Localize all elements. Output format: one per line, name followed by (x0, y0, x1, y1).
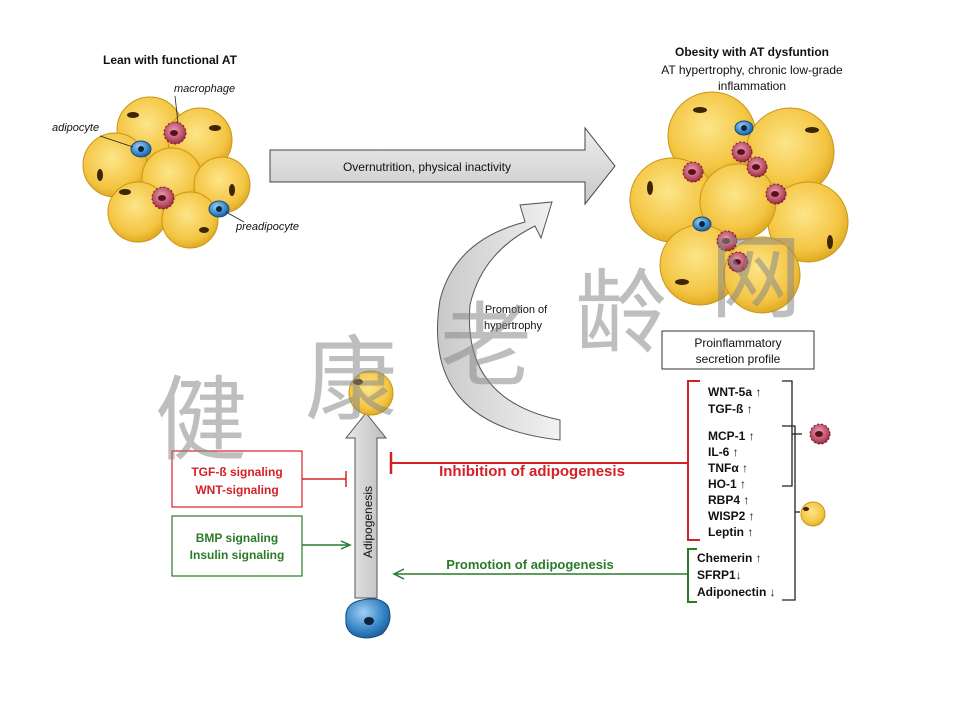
inhibitory-factors-bracket (687, 380, 700, 541)
macrophage-cell (151, 186, 175, 210)
nucleus (127, 112, 139, 118)
preadipocyte-large (345, 598, 391, 639)
nucleus (97, 169, 103, 181)
macrophage-cell (731, 141, 753, 163)
promotion-label: Promotion of adipogenesis (446, 557, 614, 572)
obese-title: Obesity with AT dysfuntion (675, 45, 829, 59)
macrophage-label: macrophage (174, 83, 235, 95)
overnutrition-label: Overnutrition, physical inactivity (343, 160, 511, 174)
nucleus (229, 184, 235, 196)
hypertrophy-line2: hypertrophy (484, 320, 543, 332)
macrophage-cell (682, 161, 704, 183)
inhibitory-factor: WNT-5a ↑ (708, 385, 761, 399)
adipocyte-pointer (99, 135, 134, 148)
secretion-line1: Proinflammatory (694, 336, 781, 350)
nucleus (675, 279, 689, 285)
obese-subtitle-line1: AT hypertrophy, chronic low-grade (661, 63, 843, 77)
inhibitory-factor: MCP-1 ↑ (708, 429, 755, 443)
inhibitory-signaling-box (171, 450, 303, 508)
preadipocyte-label: preadipocyte (235, 221, 299, 233)
promotion-arrowhead (392, 568, 405, 580)
nucleus (827, 235, 833, 249)
watermark-char: 健 (155, 367, 247, 474)
watermark-char: 老 (440, 293, 532, 400)
nucleus (805, 127, 819, 133)
nucleus (647, 181, 653, 195)
promoting-factor: Chemerin ↑ (697, 551, 762, 565)
adipocyte-legend-icon (800, 501, 826, 527)
inhibitory-factor: WISP2 ↑ (708, 509, 755, 523)
promoting-signal-arrowhead (340, 540, 352, 550)
preadipocyte-pointer (225, 211, 245, 223)
insulin-signaling-label: Insulin signaling (190, 548, 285, 562)
watermark-char: 龄 (575, 260, 667, 367)
fat-cell (161, 191, 219, 249)
adipocyte-factors-bracket (782, 425, 796, 601)
macrophage-cell (746, 156, 768, 178)
secretion-line2: secretion profile (696, 352, 781, 366)
nucleus (209, 125, 221, 131)
nucleus (119, 189, 131, 195)
lean-adipose-cluster (82, 96, 251, 249)
watermark-char: 康 (305, 327, 397, 434)
preadipocyte-cell (130, 140, 152, 158)
inhibitory-factor: RBP4 ↑ (708, 493, 749, 507)
hypertrophy-curved-arrow (437, 201, 561, 441)
preadipocyte-cell (734, 120, 754, 136)
bmp-signaling-label: BMP signaling (196, 531, 278, 545)
promoting-factor: Adiponectin ↓ (697, 585, 776, 599)
inhibitory-factor: HO-1 ↑ (708, 477, 746, 491)
inhibitory-factor: Leptin ↑ (708, 525, 753, 539)
preadipocyte-cell (692, 216, 712, 232)
adipocyte-label: adipocyte (52, 122, 99, 134)
promoting-signaling-box (171, 515, 303, 577)
macrophage-pointer (174, 95, 179, 124)
inhibitory-factor: TGF-ß ↑ (708, 402, 753, 416)
macrophage-cell (716, 230, 738, 252)
adipogenesis-arrow (344, 412, 388, 599)
promoting-factor: SFRP1↓ (697, 568, 742, 582)
nucleus (693, 107, 707, 113)
watermark: 健 康 老 龄 网 (155, 225, 802, 474)
wnt-signaling-label: WNT-signaling (195, 483, 278, 497)
promoting-factors-bracket (687, 548, 697, 603)
preadipocyte-cell (208, 200, 230, 218)
tgf-signaling-label: TGF-ß signaling (191, 465, 282, 479)
adipogenesis-label: Adipogenesis (361, 486, 375, 558)
inhibitory-factor: TNFα ↑ (708, 461, 748, 475)
inhibitory-factor: IL-6 ↑ (708, 445, 739, 459)
lean-title: Lean with functional AT (103, 53, 238, 67)
macrophage-cell (163, 121, 187, 145)
obese-subtitle-line2: inflammation (718, 79, 786, 93)
macrophage-legend-icon (809, 423, 831, 445)
hypertrophy-line1: Promotion of (485, 304, 548, 316)
nucleus (199, 227, 209, 233)
secretion-profile-box (661, 330, 815, 370)
watermark-char: 网 (710, 225, 802, 332)
overnutrition-arrow (269, 126, 616, 206)
inhibition-label: Inhibition of adipogenesis (439, 463, 625, 480)
obese-adipose-cluster (629, 91, 849, 314)
macrophage-factors-bracket (782, 380, 793, 487)
mature-adipocyte (348, 370, 394, 416)
macrophage-cell (765, 183, 787, 205)
macrophage-cell (727, 251, 749, 273)
factor-list: WNT-5a ↑ TGF-ß ↑ MCP-1 ↑ IL-6 ↑ TNFα ↑ HO-1 ↑… (697, 385, 776, 599)
